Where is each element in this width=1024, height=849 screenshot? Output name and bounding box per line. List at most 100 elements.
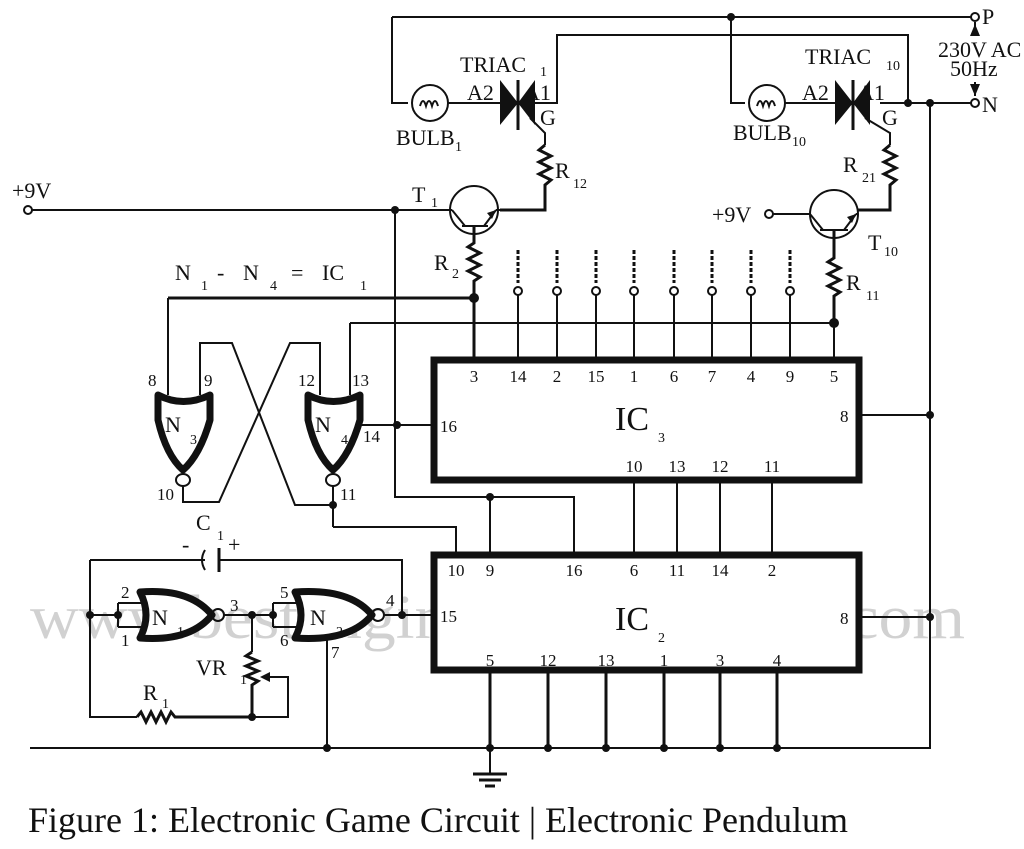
svg-text:10: 10 — [792, 135, 806, 150]
ic2-pin-left: 15 — [440, 607, 457, 626]
svg-text:-: - — [182, 532, 189, 557]
svg-text:1: 1 — [540, 65, 547, 80]
svg-text:1: 1 — [240, 673, 247, 688]
junction-dot — [727, 13, 735, 21]
svg-text:1: 1 — [201, 279, 208, 294]
svg-text:21: 21 — [862, 171, 876, 186]
triac10: A2 A1 G TRIAC 10 — [802, 44, 900, 145]
a1-return-wire — [525, 34, 909, 104]
output-terminal[interactable] — [785, 286, 795, 296]
plus9v-terminal-right[interactable] — [764, 209, 774, 219]
output-terminal[interactable] — [629, 286, 639, 296]
gate-n4: N 4 12 13 11 14 — [298, 323, 381, 527]
output-terminal[interactable] — [591, 286, 601, 296]
output-terminal[interactable] — [746, 286, 756, 296]
svg-text:7: 7 — [331, 643, 340, 662]
svg-text:R: R — [434, 250, 449, 275]
ic2-pin-bottom: 1 — [660, 651, 669, 670]
ic3-pin-top: 9 — [786, 367, 795, 386]
junction-dot — [926, 613, 934, 621]
svg-text:14: 14 — [363, 427, 381, 446]
ic3-pin-right: 8 — [840, 407, 849, 426]
output-terminal[interactable] — [552, 286, 562, 296]
ic2-pin-top: 11 — [669, 561, 685, 580]
ac-frequency-label: 50Hz — [950, 56, 998, 81]
figure-caption: Figure 1: Electronic Game Circuit | Elec… — [28, 800, 848, 840]
ic2-pin-top: 6 — [630, 561, 639, 580]
svg-text:4: 4 — [341, 433, 348, 448]
resistor-icon — [500, 143, 555, 212]
svg-text:1: 1 — [217, 529, 224, 544]
ic3-pin-bottom: 12 — [712, 457, 729, 476]
transistor-t1: +9V T 1 — [12, 178, 500, 235]
ic2-body — [430, 551, 863, 674]
triac-icon — [835, 80, 853, 125]
ic3-pin-top: 1 — [630, 367, 639, 386]
ic3-pin-top: 2 — [553, 367, 562, 386]
ic2-pin-bottom: 12 — [540, 651, 557, 670]
ic3-pin-top: 15 — [588, 367, 605, 386]
svg-text:5: 5 — [280, 583, 289, 602]
output-terminal[interactable] — [513, 286, 523, 296]
junction-dot — [602, 744, 610, 752]
ground — [473, 748, 507, 788]
svg-text:2: 2 — [336, 625, 343, 640]
svg-text:1: 1 — [431, 196, 438, 211]
phase-terminal[interactable] — [970, 12, 980, 22]
ic3-pin-top: 7 — [708, 367, 717, 386]
ic3-pin-bottom: 10 — [626, 457, 643, 476]
triac1-label: TRIAC — [460, 52, 526, 77]
ic2-pin-top: 16 — [566, 561, 583, 580]
svg-text:+: + — [228, 532, 240, 557]
svg-text:12: 12 — [298, 371, 315, 390]
svg-text:10: 10 — [157, 485, 174, 504]
nor-gate-icon — [304, 391, 364, 474]
svg-text:R: R — [555, 158, 570, 183]
resistor-r11: R 11 — [824, 230, 879, 322]
ic2-pin-right: 8 — [840, 609, 849, 628]
svg-text:1: 1 — [162, 697, 169, 712]
junction-dot — [716, 744, 724, 752]
ic3-output-pins — [513, 250, 795, 360]
ic1-equation-label: N 1 - N 4 = IC 1 — [175, 260, 367, 294]
svg-text:4: 4 — [386, 591, 395, 610]
ic3-body — [430, 356, 863, 484]
plus9v-label-right: +9V — [712, 202, 751, 227]
svg-text:IC: IC — [322, 260, 344, 285]
ic2-pin-bottom: 4 — [773, 651, 782, 670]
bulb1: BULB 1 — [396, 84, 500, 155]
ic3-label: IC — [615, 401, 649, 438]
resistor-r12: R 12 — [500, 143, 587, 212]
plus9v-terminal-left[interactable] — [23, 205, 33, 215]
bulb10-feed-wire — [730, 17, 745, 104]
junction-dot — [323, 744, 331, 752]
nor-gate-icon — [154, 391, 214, 474]
arrow-down-icon — [970, 84, 980, 96]
resistor-icon — [858, 143, 900, 212]
svg-text:13: 13 — [352, 371, 369, 390]
junction-dot — [544, 744, 552, 752]
output-terminal[interactable] — [707, 286, 717, 296]
svg-text:4: 4 — [270, 279, 277, 294]
ground-icon — [473, 772, 507, 788]
svg-text:2: 2 — [121, 583, 130, 602]
svg-text:A1: A1 — [524, 80, 551, 105]
junction-dot — [398, 611, 406, 619]
svg-text:1: 1 — [455, 140, 462, 155]
ic2-pin-top: 14 — [712, 561, 730, 580]
resistor-r2: R 2 — [434, 226, 484, 298]
svg-text:N: N — [165, 412, 181, 437]
ic2-pin-top: 9 — [486, 561, 495, 580]
svg-text:N: N — [175, 260, 191, 285]
neutral-terminal[interactable] — [970, 98, 980, 108]
nor-gate-icon — [291, 588, 376, 642]
ic3-pin-top: 14 — [510, 367, 528, 386]
svg-text:N: N — [152, 605, 168, 630]
svg-text:11: 11 — [340, 485, 356, 504]
oscillator: C 1 - + N 1 2 1 3 N 2 5 6 4 7 — [86, 510, 434, 752]
output-terminal[interactable] — [669, 286, 679, 296]
svg-text:10: 10 — [884, 245, 898, 260]
svg-text:11: 11 — [866, 289, 879, 304]
